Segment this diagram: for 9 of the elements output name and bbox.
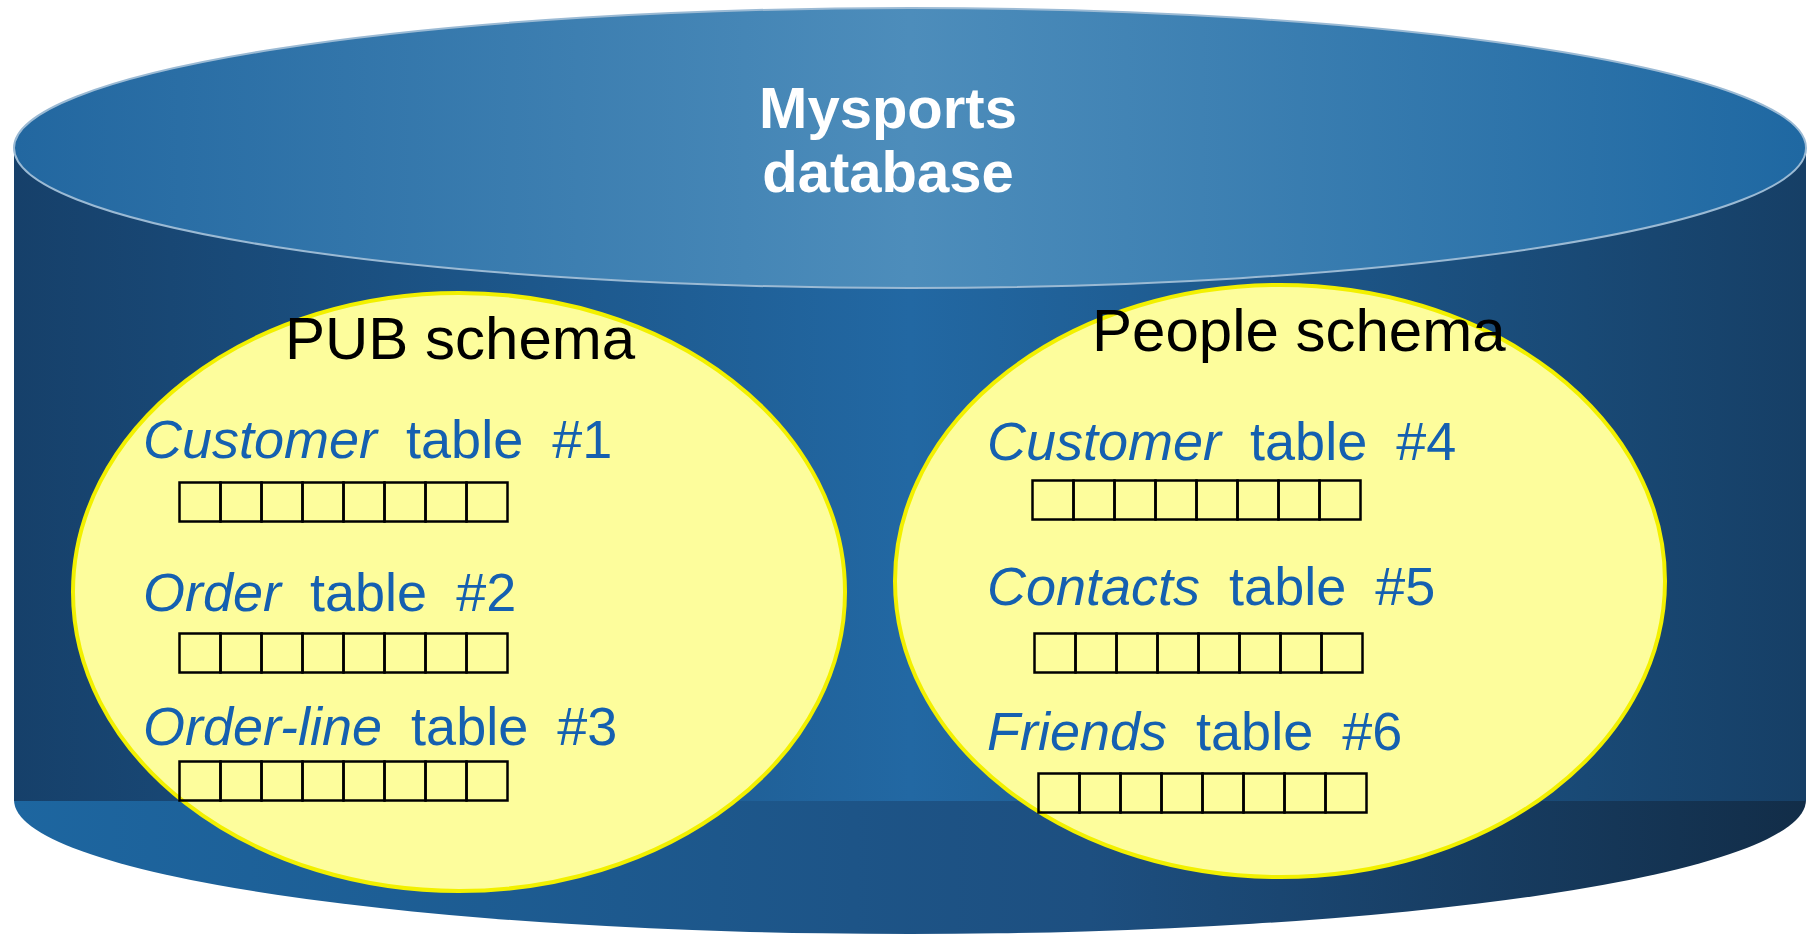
table-label: Order table #2 — [143, 561, 517, 623]
schema-label: PUB schema — [285, 304, 636, 373]
table-label: Contacts table #5 — [987, 555, 1436, 617]
table-label: Customer table #4 — [987, 410, 1457, 472]
table-label: Customer table #1 — [143, 408, 613, 470]
database-label: Mysports database — [758, 76, 1018, 204]
table-label: Friends table #6 — [987, 700, 1403, 762]
table-label: Order-line table #3 — [143, 695, 618, 757]
schema-label: People schema — [1092, 296, 1506, 365]
